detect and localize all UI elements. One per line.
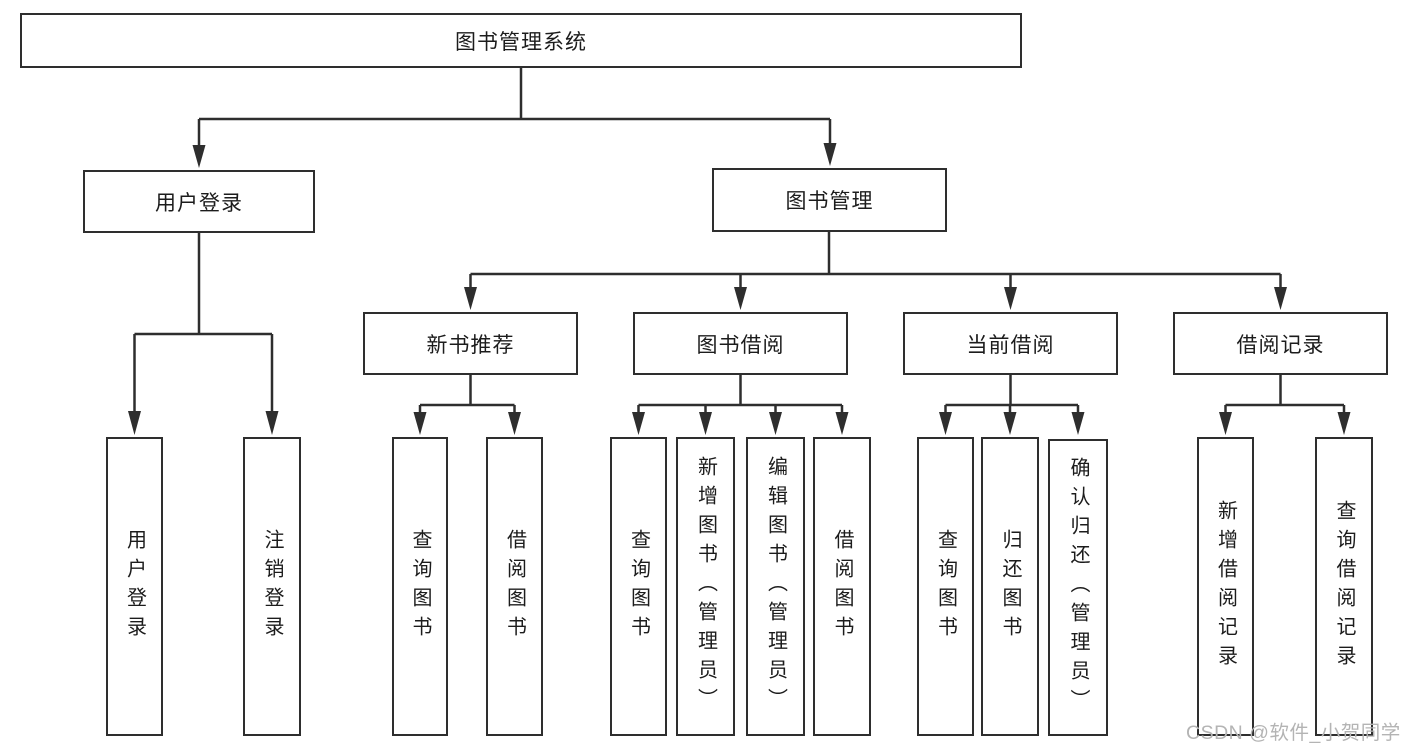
- leaf-borrow-book-b: 借阅图书: [813, 437, 871, 736]
- node-new-book-rec: 新书推荐: [363, 312, 578, 375]
- leaf-confirm-return: 确认归还（管理员）: [1048, 439, 1108, 736]
- leaf-query-book-c: 查询图书: [917, 437, 974, 736]
- leaf-add-record: 新增借阅记录: [1197, 437, 1254, 736]
- connector-currentborrow-to-leaves: [939, 375, 1085, 435]
- leaf-edit-book: 编辑图书（管理员）: [746, 437, 805, 736]
- leaf-logout: 注销登录: [243, 437, 301, 736]
- connector-bookborrow-to-leaves: [632, 375, 849, 435]
- connector-bookmgmt-to-level3: [464, 232, 1287, 310]
- node-root: 图书管理系统: [20, 13, 1022, 68]
- node-book-mgmt: 图书管理: [712, 168, 947, 232]
- node-current-borrow: 当前借阅: [903, 312, 1118, 375]
- node-borrow-record: 借阅记录: [1173, 312, 1388, 375]
- connector-userlogin-to-leaves: [128, 233, 279, 435]
- csdn-watermark: CSDN @软件_小贺同学: [1186, 722, 1401, 744]
- leaf-query-record: 查询借阅记录: [1315, 437, 1373, 736]
- node-book-borrow: 图书借阅: [633, 312, 848, 375]
- leaf-query-book-b: 查询图书: [610, 437, 667, 736]
- leaf-add-book: 新增图书（管理员）: [676, 437, 735, 736]
- leaf-borrow-book-a: 借阅图书: [486, 437, 543, 736]
- leaf-query-book-a: 查询图书: [392, 437, 448, 736]
- connector-borrowrecord-to-leaves: [1219, 375, 1351, 435]
- leaf-user-login: 用户登录: [106, 437, 163, 736]
- node-user-login: 用户登录: [83, 170, 315, 233]
- leaf-return-book: 归还图书: [981, 437, 1039, 736]
- connector-root-to-level2: [192, 68, 837, 168]
- connector-newbookrec-to-leaves: [413, 375, 521, 435]
